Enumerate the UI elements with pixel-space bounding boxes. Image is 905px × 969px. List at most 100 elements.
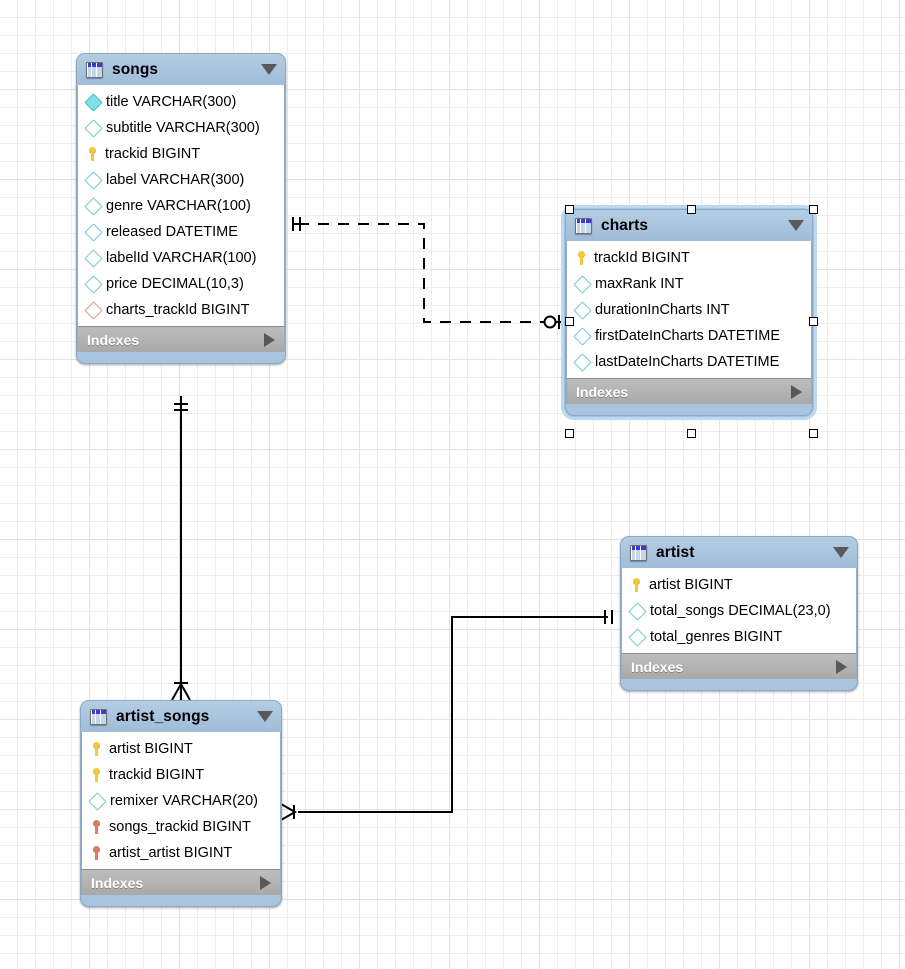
table-header-artist[interactable]: artist bbox=[621, 537, 857, 568]
resize-handle[interactable] bbox=[809, 205, 818, 214]
column-label: trackid BIGINT bbox=[105, 146, 201, 162]
table-node-songs[interactable]: songs title VARCHAR(300) subtitle VARCHAR(… bbox=[76, 53, 286, 364]
table-name: artist_songs bbox=[116, 707, 210, 725]
column-icon bbox=[88, 791, 107, 811]
column-label: label VARCHAR(300) bbox=[106, 172, 245, 188]
column-row[interactable]: charts_trackId BIGINT bbox=[78, 297, 284, 323]
column-row[interactable]: genre VARCHAR(100) bbox=[78, 193, 284, 219]
resize-handle[interactable] bbox=[687, 429, 696, 438]
resize-handle[interactable] bbox=[809, 429, 818, 438]
column-label: firstDateInCharts DATETIME bbox=[595, 328, 781, 344]
column-icon bbox=[84, 170, 103, 190]
column-row[interactable]: songs_trackid BIGINT bbox=[82, 814, 280, 840]
column-icon bbox=[628, 627, 647, 647]
indexes-label: Indexes bbox=[91, 874, 144, 891]
primary-key-icon bbox=[90, 767, 103, 783]
chevron-down-icon[interactable] bbox=[257, 711, 273, 722]
table-name: artist bbox=[656, 543, 695, 561]
resize-handle[interactable] bbox=[565, 317, 574, 326]
column-icon bbox=[573, 300, 592, 320]
resize-handle[interactable] bbox=[687, 205, 696, 214]
indexes-section-artist[interactable]: Indexes bbox=[621, 653, 857, 679]
indexes-section-charts[interactable]: Indexes bbox=[566, 378, 812, 404]
table-node-artist[interactable]: artist artist BIGINT total_songs DECIMAL(2… bbox=[620, 536, 858, 691]
indexes-label: Indexes bbox=[631, 658, 684, 675]
relationship-songs-charts[interactable] bbox=[292, 217, 563, 329]
table-node-charts[interactable]: charts trackId BIGINT maxRank INT durationI… bbox=[561, 205, 817, 420]
column-list: artist BIGINT trackid BIGINT remixer VARCH… bbox=[81, 732, 281, 869]
primary-key-icon bbox=[90, 741, 103, 757]
column-icon bbox=[573, 274, 592, 294]
column-label: songs_trackid BIGINT bbox=[109, 819, 251, 835]
column-row[interactable]: price DECIMAL(10,3) bbox=[78, 271, 284, 297]
column-row[interactable]: durationInCharts INT bbox=[567, 297, 811, 323]
column-label: trackId BIGINT bbox=[594, 250, 690, 266]
table-header-artist_songs[interactable]: artist_songs bbox=[81, 701, 281, 732]
column-label: artist BIGINT bbox=[649, 577, 733, 593]
chevron-right-icon[interactable] bbox=[791, 384, 802, 399]
column-icon bbox=[628, 601, 647, 621]
column-row[interactable]: labelId VARCHAR(100) bbox=[78, 245, 284, 271]
column-row[interactable]: artist_artist BIGINT bbox=[82, 840, 280, 866]
column-label: artist BIGINT bbox=[109, 741, 193, 757]
chevron-right-icon[interactable] bbox=[836, 659, 847, 674]
column-icon bbox=[573, 352, 592, 372]
column-icon bbox=[573, 326, 592, 346]
indexes-section-songs[interactable]: Indexes bbox=[77, 326, 285, 352]
resize-handle[interactable] bbox=[565, 205, 574, 214]
column-row[interactable]: firstDateInCharts DATETIME bbox=[567, 323, 811, 349]
chevron-down-icon[interactable] bbox=[261, 64, 277, 75]
table-header-songs[interactable]: songs bbox=[77, 54, 285, 85]
column-row[interactable]: trackid BIGINT bbox=[82, 762, 280, 788]
column-label: maxRank INT bbox=[595, 276, 684, 292]
column-notnull-icon bbox=[84, 92, 103, 112]
table-icon bbox=[575, 217, 592, 234]
column-label: remixer VARCHAR(20) bbox=[110, 793, 258, 809]
table-name: songs bbox=[112, 60, 159, 78]
indexes-label: Indexes bbox=[576, 383, 629, 400]
column-row[interactable]: subtitle VARCHAR(300) bbox=[78, 115, 284, 141]
column-label: total_songs DECIMAL(23,0) bbox=[650, 603, 831, 619]
column-row[interactable]: total_songs DECIMAL(23,0) bbox=[622, 598, 856, 624]
relationship-artist-songs-artist[interactable] bbox=[280, 610, 613, 821]
column-row[interactable]: title VARCHAR(300) bbox=[78, 89, 284, 115]
column-row[interactable]: artist BIGINT bbox=[82, 736, 280, 762]
column-row[interactable]: released DATETIME bbox=[78, 219, 284, 245]
column-row[interactable]: lastDateInCharts DATETIME bbox=[567, 349, 811, 375]
column-row[interactable]: maxRank INT bbox=[567, 271, 811, 297]
column-list: title VARCHAR(300) subtitle VARCHAR(300) t… bbox=[77, 85, 285, 326]
resize-handle[interactable] bbox=[565, 429, 574, 438]
primary-key-icon bbox=[86, 146, 99, 162]
column-foreign-key-icon bbox=[84, 300, 103, 320]
column-icon bbox=[84, 196, 103, 216]
primary-key-icon bbox=[575, 250, 588, 266]
chevron-down-icon[interactable] bbox=[788, 220, 804, 231]
column-label: genre VARCHAR(100) bbox=[106, 198, 251, 214]
column-label: title VARCHAR(300) bbox=[106, 94, 237, 110]
column-list: artist BIGINT total_songs DECIMAL(23,0) to… bbox=[621, 568, 857, 653]
foreign-key-icon bbox=[90, 819, 103, 835]
table-icon bbox=[86, 61, 103, 78]
column-row[interactable]: total_genres BIGINT bbox=[622, 624, 856, 650]
column-row[interactable]: trackid BIGINT bbox=[78, 141, 284, 167]
column-label: durationInCharts INT bbox=[595, 302, 730, 318]
resize-handle[interactable] bbox=[809, 317, 818, 326]
column-label: subtitle VARCHAR(300) bbox=[106, 120, 260, 136]
column-icon bbox=[84, 274, 103, 294]
column-row[interactable]: label VARCHAR(300) bbox=[78, 167, 284, 193]
chevron-right-icon[interactable] bbox=[260, 875, 271, 890]
chevron-right-icon[interactable] bbox=[264, 332, 275, 347]
relationship-songs-artist-songs[interactable] bbox=[171, 396, 191, 701]
indexes-section-artist_songs[interactable]: Indexes bbox=[81, 869, 281, 895]
column-icon bbox=[84, 248, 103, 268]
column-row[interactable]: trackId BIGINT bbox=[567, 245, 811, 271]
column-label: total_genres BIGINT bbox=[650, 629, 783, 645]
table-header-charts[interactable]: charts bbox=[566, 210, 812, 241]
column-row[interactable]: remixer VARCHAR(20) bbox=[82, 788, 280, 814]
column-row[interactable]: artist BIGINT bbox=[622, 572, 856, 598]
column-icon bbox=[84, 118, 103, 138]
column-label: trackid BIGINT bbox=[109, 767, 205, 783]
chevron-down-icon[interactable] bbox=[833, 547, 849, 558]
